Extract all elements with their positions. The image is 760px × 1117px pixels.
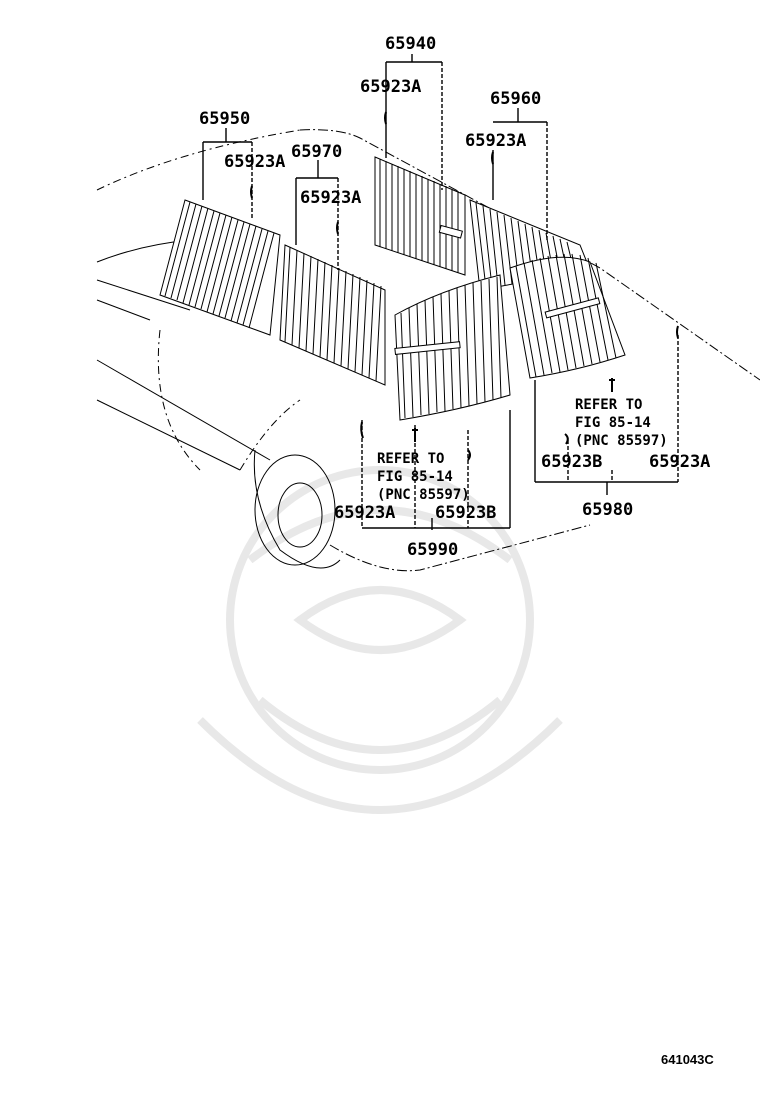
shade-panel-65940 bbox=[374, 156, 466, 276]
callout-65923b-right[interactable]: 65923B bbox=[541, 452, 603, 472]
callout-65923b-bottom[interactable]: 65923B bbox=[435, 503, 497, 523]
callout-65940[interactable]: 65940 bbox=[385, 34, 437, 54]
callout-65950[interactable]: 65950 bbox=[199, 109, 251, 129]
callout-65990[interactable]: 65990 bbox=[407, 540, 459, 560]
callout-65970[interactable]: 65970 bbox=[291, 142, 343, 162]
callout-65980[interactable]: 65980 bbox=[582, 500, 634, 520]
shade-panel-65990 bbox=[394, 274, 511, 421]
callout-65923a-far-right[interactable]: 65923A bbox=[649, 452, 711, 472]
callout-65960[interactable]: 65960 bbox=[490, 89, 542, 109]
refer-note-left[interactable]: REFER TO FIG 85-14 (PNC 85597) bbox=[377, 451, 470, 503]
refer-note-right[interactable]: REFER TO FIG 85-14 (PNC 85597) bbox=[575, 397, 668, 449]
figure-id: 641043C bbox=[661, 1052, 714, 1067]
callout-65923a-mid[interactable]: 65923A bbox=[300, 188, 362, 208]
shade-panel-65980 bbox=[509, 253, 626, 379]
shade-panel-65970 bbox=[279, 244, 386, 386]
callout-65923a-bottom[interactable]: 65923A bbox=[334, 503, 396, 523]
clip-icons bbox=[250, 111, 679, 461]
callout-leaders bbox=[202, 54, 679, 530]
vehicle-outline bbox=[96, 129, 760, 572]
callout-65923a-upper-right[interactable]: 65923A bbox=[465, 131, 527, 151]
callout-65923a-left[interactable]: 65923A bbox=[224, 152, 286, 172]
watermark-emblem bbox=[197, 466, 563, 814]
callout-65923a-top[interactable]: 65923A bbox=[360, 77, 422, 97]
shade-panel-65950 bbox=[159, 199, 281, 336]
